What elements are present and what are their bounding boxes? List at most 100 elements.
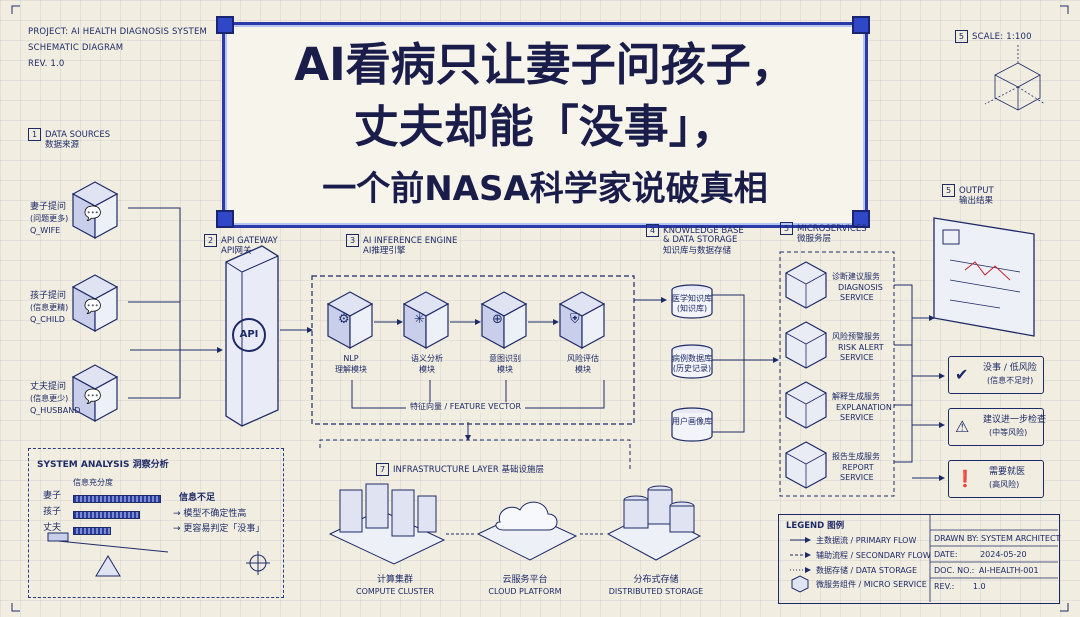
api-badge: API xyxy=(232,318,266,352)
titleblock-date: DATE: 2024-05-20 xyxy=(934,550,1027,560)
output-low-risk: ✔ 没事 / 低风险 (信息不足时) xyxy=(948,356,1044,394)
section-title-zh: 微服务层 xyxy=(797,234,832,244)
legend-secondary-flow: 辅助流程 / SECONDARY FLOW xyxy=(816,551,931,560)
analysis-bar-husband xyxy=(73,527,111,535)
service-risk-en2: SERVICE xyxy=(840,353,874,362)
analysis-subtitle: 信息充分度 xyxy=(73,478,113,487)
db-case-name: 病例数据库 xyxy=(672,354,712,363)
section-output: 5 OUTPUT xyxy=(942,184,994,197)
service-diagnosis-en: DIAGNOSIS xyxy=(838,283,883,292)
titleblock-drawn-by: DRAWN BY: SYSTEM ARCHITECT xyxy=(934,534,1060,544)
analysis-bar-child xyxy=(73,511,140,519)
output-mid-risk-title: 建议进一步检查 xyxy=(983,415,1047,425)
source-child-code: Q_CHILD xyxy=(30,315,65,324)
section-number: 3 xyxy=(346,234,359,247)
revision-label: REV. 1.0 xyxy=(28,59,65,69)
legend-data-storage: 数据存储 / DATA STORAGE xyxy=(816,566,918,575)
titleblock-value: SYSTEM ARCHITECT xyxy=(980,534,1061,543)
module-risk-sub: 模块 xyxy=(575,365,591,374)
service-diagnosis-zh: 诊断建议服务 xyxy=(832,272,880,281)
scale-text: SCALE: 1:100 xyxy=(972,32,1032,42)
section-knowledge-base: 4 KNOWLEDGE BASE xyxy=(646,224,744,237)
feature-vector-label: 特征向量 / FEATURE VECTOR xyxy=(406,402,526,412)
titleblock-doc-no: DOC. NO.: AI-HEALTH-001 xyxy=(934,566,1039,576)
source-husband-title: 丈夫提问 xyxy=(30,382,67,392)
section-title-en: API GATEWAY xyxy=(221,236,278,246)
titleblock-value: AI-HEALTH-001 xyxy=(978,566,1039,575)
chat-bubble-icon: 💬 xyxy=(84,206,102,222)
legend-title: LEGEND 图例 xyxy=(786,521,845,531)
infra-cloud-en: CLOUD PLATFORM xyxy=(488,587,562,596)
brain-icon: ⚙ xyxy=(338,312,350,327)
section-title-zh: 基础设施层 xyxy=(501,465,544,475)
titleblock-value: 1.0 xyxy=(972,582,986,591)
module-intent-name: 意图识别 xyxy=(489,354,521,363)
banner-corner xyxy=(216,16,234,34)
titleblock-key: DATE: xyxy=(934,550,958,559)
output-low-risk-sub: (信息不足时) xyxy=(987,376,1034,385)
module-nlp-sub: 理解模块 xyxy=(335,365,367,374)
legend-micro-service: 微服务组件 / MICRO SERVICE xyxy=(816,580,927,589)
insight-title: 信息不足 xyxy=(179,493,216,503)
section-api-gateway: 2 API GATEWAY xyxy=(204,234,278,247)
infra-storage-zh: 分布式存储 xyxy=(633,575,679,585)
chat-bubble-icon: 💬 xyxy=(84,299,102,315)
infra-cloud-zh: 云服务平台 xyxy=(502,575,548,585)
analysis-row-child-label: 孩子 xyxy=(43,507,62,517)
insight-line-2: → 更容易判定「没事」 xyxy=(173,524,265,534)
service-report-en2: SERVICE xyxy=(840,473,874,482)
section-number: 4 xyxy=(646,224,659,237)
service-diagnosis-en2: SERVICE xyxy=(840,293,874,302)
section-title-en: MICROSERVICES xyxy=(797,224,867,234)
db-medical-name: 医学知识库 xyxy=(672,294,712,303)
source-wife-code: Q_WIFE xyxy=(30,226,61,235)
shield-icon: ⛨ xyxy=(570,312,580,327)
titleblock-key: REV.: xyxy=(934,582,955,591)
scale-number: 5 xyxy=(955,30,968,43)
section-number: 1 xyxy=(28,128,41,141)
output-high-risk: ❗ 需要就医 (高风险) xyxy=(948,460,1044,498)
section-title-zh: 数据来源 xyxy=(45,140,80,150)
source-wife-sub: (问题更多) xyxy=(30,214,69,223)
section-title-en-2: & DATA STORAGE xyxy=(663,235,738,245)
output-mid-risk-sub: (中等风险) xyxy=(989,428,1028,437)
analysis-row-wife-label: 妻子 xyxy=(43,491,62,501)
service-explanation-en: EXPLANATION xyxy=(836,403,892,412)
source-child-sub: (信息更精) xyxy=(30,303,69,312)
warning-icon: ⚠ xyxy=(955,417,970,436)
titleblock-rev: REV.: 1.0 xyxy=(934,582,986,592)
source-husband-sub: (信息更少) xyxy=(30,394,69,403)
section-microservices: 5 MICROSERVICES xyxy=(780,222,867,235)
output-low-risk-title: 没事 / 低风险 xyxy=(983,363,1037,373)
title-banner: AI看病只让妻子问孩子， 丈夫却能「没事」， 一个前NASA科学家说破真相 xyxy=(222,22,868,228)
legend-primary-flow: 主数据流 / PRIMARY FLOW xyxy=(816,536,917,545)
section-title-en: OUTPUT xyxy=(959,186,994,196)
section-title-en: KNOWLEDGE BASE xyxy=(663,226,744,236)
network-icon: ✳ xyxy=(414,312,425,327)
section-number: 5 xyxy=(942,184,955,197)
titleblock-key: DOC. NO.: xyxy=(934,566,975,575)
legend-box xyxy=(778,514,1060,604)
check-circle-icon: ✔ xyxy=(955,365,969,384)
infra-compute-zh: 计算集群 xyxy=(376,575,413,585)
section-title-en: INFRASTRUCTURE LAYER xyxy=(393,465,499,475)
service-report-zh: 报告生成服务 xyxy=(832,452,880,461)
insight-line-1: → 模型不确定性高 xyxy=(173,509,247,519)
analysis-bar-wife xyxy=(73,495,161,503)
chat-bubble-icon: 💬 xyxy=(84,389,102,405)
service-risk-en: RISK ALERT xyxy=(838,343,884,352)
section-number: 2 xyxy=(204,234,217,247)
section-number: 5 xyxy=(780,222,793,235)
section-title-zh: 输出结果 xyxy=(959,196,994,206)
system-analysis-panel: SYSTEM ANALYSIS 洞察分析 信息充分度 妻子 孩子 丈夫 信息不足… xyxy=(28,448,284,598)
titleblock-value: 2024-05-20 xyxy=(980,550,1027,559)
banner-corner xyxy=(216,210,234,228)
output-high-risk-sub: (高风险) xyxy=(989,480,1020,489)
module-semantic-sub: 模块 xyxy=(419,365,435,374)
scale-label: 5 SCALE: 1:100 xyxy=(955,30,1032,43)
analysis-row-husband-label: 丈夫 xyxy=(43,523,62,533)
source-child-title: 孩子提问 xyxy=(30,291,67,301)
service-explanation-en2: SERVICE xyxy=(840,413,874,422)
db-medical-sub: (知识库) xyxy=(676,304,708,313)
output-high-risk-title: 需要就医 xyxy=(989,467,1026,477)
